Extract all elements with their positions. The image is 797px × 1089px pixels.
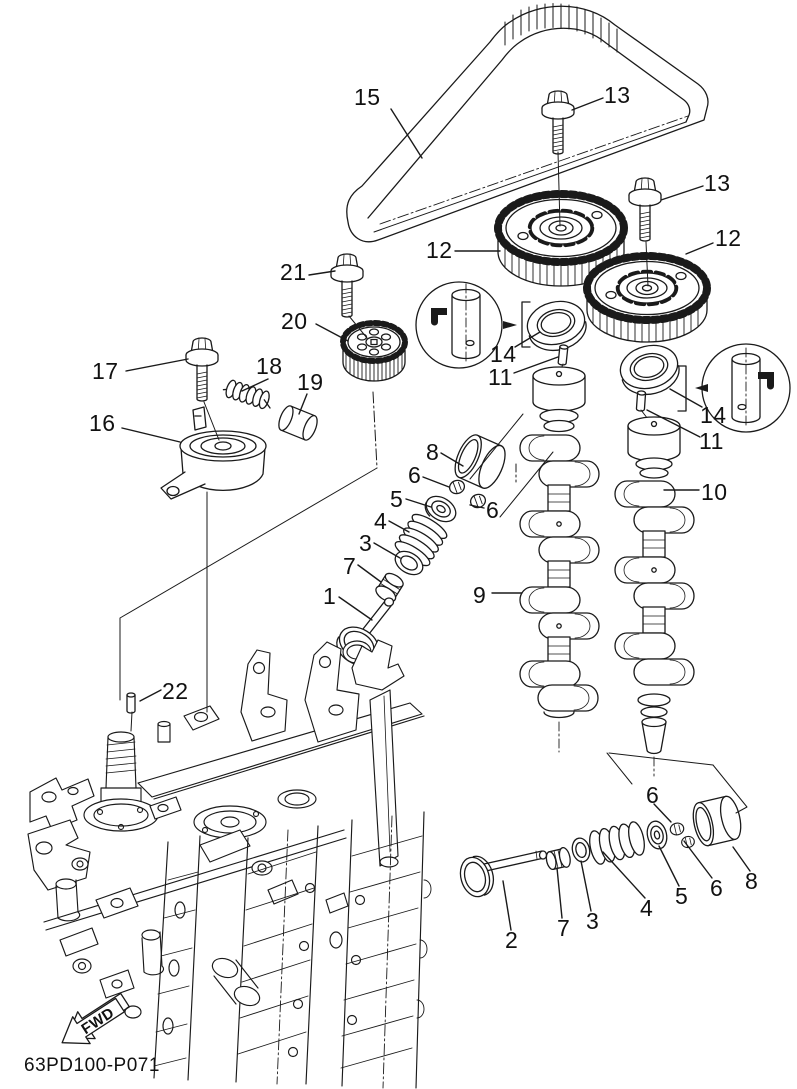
diagram-code: 63PD100-P071 <box>24 1055 160 1076</box>
part-label-5-bottom: 5 <box>675 883 689 909</box>
part-label-16: 16 <box>89 410 116 436</box>
part-label-8-bottom: 8 <box>745 868 759 894</box>
camshaft-sprocket-left <box>494 190 628 287</box>
fwd-arrow: FWD <box>61 992 131 1045</box>
part-label-20: 20 <box>281 308 308 334</box>
part-label-7-left: 7 <box>343 553 357 579</box>
part-label-19: 19 <box>297 369 324 395</box>
camshaft-sprocket-right <box>583 252 711 343</box>
detail-circle-right <box>677 343 791 433</box>
belt-teeth <box>504 3 618 53</box>
dowel-pin-head <box>126 692 136 714</box>
part-label-12-left: 12 <box>426 237 453 263</box>
spring-seat-bottom <box>571 837 591 863</box>
part-label-11-left: 11 <box>488 364 513 390</box>
cylinder-head-block <box>27 639 432 1089</box>
part-label-3-left: 3 <box>359 530 373 556</box>
part-label-8-left: 8 <box>426 439 440 465</box>
part-label-15: 15 <box>354 84 381 110</box>
oil-seal-left <box>526 300 587 352</box>
part-label-9: 9 <box>473 582 487 608</box>
part-label-10: 10 <box>701 479 728 505</box>
axis-lines <box>119 151 748 814</box>
part-label-4-left: 4 <box>374 508 388 534</box>
spring-retainer-left <box>424 495 457 523</box>
part-label-1: 1 <box>323 583 337 609</box>
part-label-5-left: 5 <box>390 486 404 512</box>
collar <box>278 405 318 441</box>
part-label-4-bottom: 4 <box>640 895 654 921</box>
part-label-14-left: 14 <box>490 341 517 367</box>
valve-cotter-left-1 <box>447 477 467 497</box>
valve-seal-left <box>375 572 404 603</box>
part-label-2: 2 <box>505 927 519 953</box>
drive-sprocket <box>340 320 408 382</box>
part-label-6-bottom: 6 <box>646 782 660 808</box>
sprocket-bolt-right <box>628 177 662 242</box>
dowel-pin-right <box>635 390 647 412</box>
part-label-17: 17 <box>92 358 119 384</box>
drive-sprocket-bolt <box>330 253 364 318</box>
valve-lifter-bottom <box>692 795 742 847</box>
dowel-pin-left <box>557 343 569 367</box>
valve-cotter-bottom-1 <box>668 821 686 837</box>
valve-spring-left <box>394 513 448 567</box>
leader-lines <box>121 97 751 931</box>
detail-circle-left <box>415 281 531 369</box>
valve-seal-bottom <box>545 846 571 871</box>
camshaft-exhaust <box>614 409 695 777</box>
tensioner-bolt <box>185 337 219 402</box>
part-label-13-top: 13 <box>604 82 631 108</box>
spring-retainer-bottom <box>646 820 668 850</box>
part-label-6-left: 6 <box>408 462 422 488</box>
part-label-3-bottom: 3 <box>586 908 600 934</box>
part-label-7-bottom: 7 <box>557 915 571 941</box>
part-label-18: 18 <box>256 353 283 379</box>
part-label-6-left-2: 6 <box>486 497 500 523</box>
part-label-13-right: 13 <box>704 170 731 196</box>
timing-belt <box>346 3 709 243</box>
tensioner-spring <box>222 379 271 410</box>
part-label-14-right: 14 <box>700 402 727 428</box>
valve-spring-bottom <box>589 821 645 865</box>
camshaft-intake <box>519 363 600 753</box>
exhaust-valve <box>459 850 548 898</box>
tensioner-pulley <box>160 406 267 500</box>
part-label-6-bottom-2: 6 <box>710 875 724 901</box>
part-label-11-right: 11 <box>699 428 724 454</box>
spring-seat-left <box>394 550 424 576</box>
part-label-21: 21 <box>280 259 307 285</box>
oil-seal-right <box>619 344 680 396</box>
part-label-22: 22 <box>162 678 189 704</box>
part-label-12-right: 12 <box>715 225 742 251</box>
